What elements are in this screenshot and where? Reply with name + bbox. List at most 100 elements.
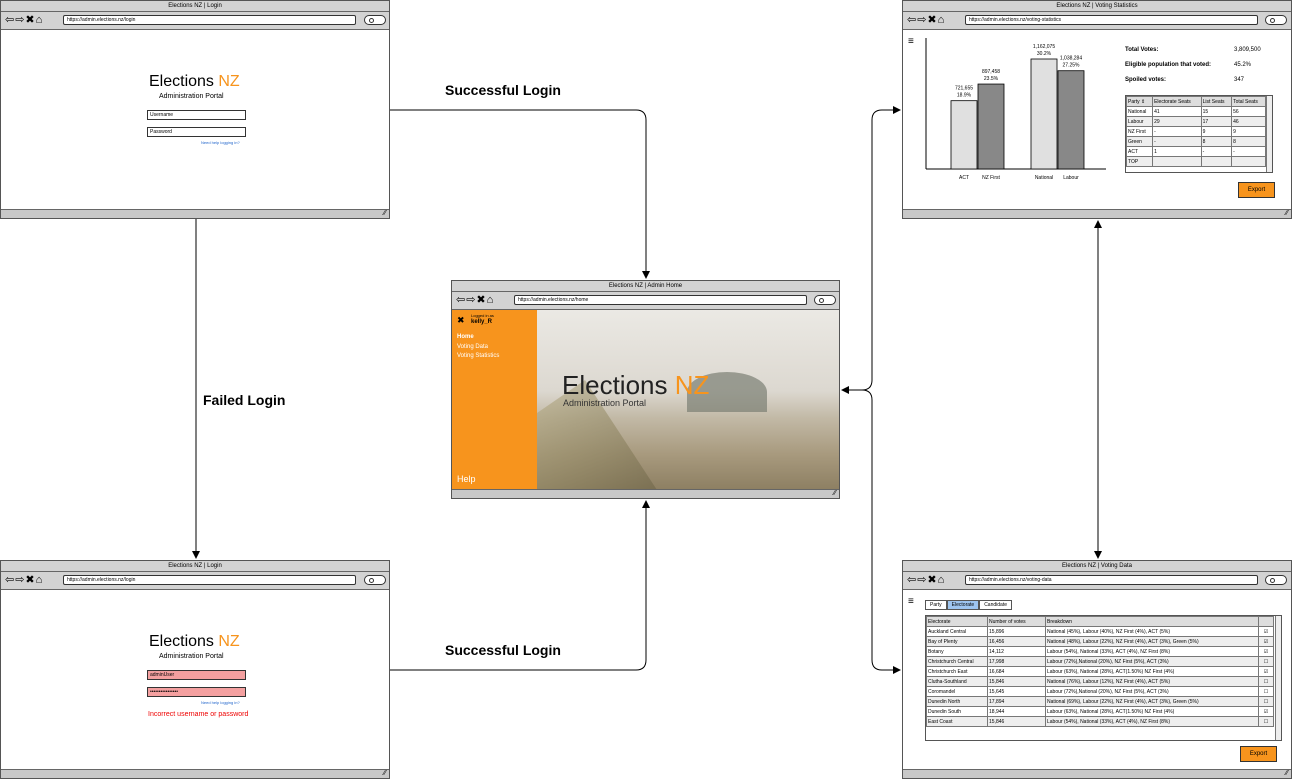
help-link[interactable]: Need help logging in? [201,140,240,145]
export-button[interactable]: Export [1240,746,1277,762]
bar [1057,70,1085,170]
row-checkbox[interactable]: ☐ [1258,686,1274,697]
help-link[interactable]: Need help logging in? [201,700,240,705]
nav-buttons-icon[interactable]: ⇦⇨✖⌂ [907,14,946,26]
resize-grip-icon[interactable]: ⁄⁄ [383,770,386,777]
password-input[interactable]: Password [147,127,246,137]
bar-percent-label: 30.2% [1037,51,1052,57]
table-header[interactable]: Party ⇕ [1126,96,1154,107]
row-checkbox[interactable]: ☑ [1258,666,1274,677]
row-checkbox[interactable]: ☐ [1258,676,1274,687]
sidebar-item-voting-statistics[interactable]: Voting Statistics [457,353,500,359]
row-checkbox[interactable]: ☑ [1258,646,1274,657]
menu-icon[interactable]: ≡ [908,36,914,47]
table-header[interactable]: Electorate [926,616,988,627]
row-checkbox[interactable]: ☐ [1258,696,1274,707]
username-input[interactable]: Username [147,110,246,120]
nav-buttons-icon[interactable]: ⇦⇨✖⌂ [907,574,946,586]
status-bar: ⁄⁄ [452,489,839,498]
table-cell: Bay of Plenty [926,636,988,647]
password-input[interactable]: •••••••••••••••• [147,687,246,697]
table-cell: Labour (54%), National (33%), ACT (4%), … [1045,716,1259,727]
help-link[interactable]: Help [457,474,476,484]
bar [950,100,978,170]
row-checkbox[interactable]: ☑ [1258,626,1274,637]
search-icon[interactable] [364,575,386,585]
export-button[interactable]: Export [1238,182,1275,198]
bar-value-label: 1,162,075 [1033,44,1055,50]
table-header[interactable]: Total Seats [1231,96,1266,107]
table-cell: 15,896 [987,626,1046,637]
table-cell: National (45%), Labour (40%), NZ First (… [1045,626,1259,637]
summary-value: 45.2% [1234,62,1252,68]
nav-buttons-icon[interactable]: ⇦⇨✖⌂ [456,294,495,306]
home-window: Elections NZ | Admin Home ⇦⇨✖⌂ https://a… [451,280,840,499]
resize-grip-icon[interactable]: ⁄⁄ [1285,770,1288,777]
row-checkbox[interactable]: ☐ [1258,656,1274,667]
search-icon[interactable] [1265,575,1287,585]
votes-table-wrap: Electorate Number of votes Breakdown Auc… [925,615,1282,741]
menu-icon[interactable]: ≡ [908,596,914,607]
resize-grip-icon[interactable]: ⁄⁄ [833,490,836,497]
table-cell: 17,998 [987,656,1046,667]
url-bar[interactable]: https://admin.elections.nz/voting-data [965,575,1258,585]
search-icon[interactable] [814,295,836,305]
url-bar[interactable]: https://admin.elections.nz/login [63,15,356,25]
bar-value-label: 721,655 [955,86,973,92]
row-checkbox[interactable]: ☑ [1258,706,1274,717]
url-bar[interactable]: https://admin.elections.nz/voting-statis… [965,15,1258,25]
close-icon[interactable]: ✖ [457,315,465,325]
table-cell: Labour (54%), National (33%), ACT (4%), … [1045,646,1259,657]
sidebar-item-home[interactable]: Home [457,334,474,340]
seats-table-wrap: Party ⇕ Electorate Seats List Seats Tota… [1125,95,1273,173]
table-row[interactable]: TOP [1126,156,1266,167]
table-header[interactable]: Breakdown [1045,616,1259,627]
browser-toolbar: ⇦⇨✖⌂ https://admin.elections.nz/login [1,12,389,30]
url-bar[interactable]: https://admin.elections.nz/home [514,295,807,305]
summary-value: 347 [1234,77,1245,83]
row-checkbox[interactable]: ☑ [1258,636,1274,647]
tab-party[interactable]: Party [925,600,947,610]
search-icon[interactable] [1265,15,1287,25]
sidebar-item-voting-data[interactable]: Voting Data [457,344,489,350]
scrollbar[interactable] [1266,96,1272,172]
tab-candidate[interactable]: Candidate [979,600,1012,610]
nav-buttons-icon[interactable]: ⇦⇨✖⌂ [5,574,44,586]
bar-percent-label: 27.25% [1063,63,1081,69]
url-bar[interactable]: https://admin.elections.nz/login [63,575,356,585]
table-header[interactable]: Electorate Seats [1152,96,1202,107]
window-title: Elections NZ | Login [1,1,389,12]
username-input[interactable]: adminUser [147,670,246,680]
search-icon[interactable] [364,15,386,25]
scrollbar[interactable] [1275,616,1281,740]
table-cell: Labour (63%), National (28%), ACT(1.50%)… [1045,706,1259,717]
window-title: Elections NZ | Admin Home [452,281,839,292]
nav-buttons-icon[interactable]: ⇦⇨✖⌂ [5,14,44,26]
resize-grip-icon[interactable]: ⁄⁄ [1285,210,1288,217]
row-checkbox[interactable]: ☐ [1258,716,1274,727]
tab-electorate[interactable]: Electorate [946,600,980,610]
table-cell: National (76%), Labour (12%), NZ First (… [1045,676,1259,687]
table-header[interactable]: Number of votes [987,616,1046,627]
resize-grip-icon[interactable]: ⁄⁄ [383,210,386,217]
table-header[interactable]: List Seats [1200,96,1233,107]
table-cell: 15,846 [987,716,1046,727]
brand-subtitle: Administration Portal [159,93,224,100]
table-cell: Labour (72%),National (20%), NZ First (5… [1045,686,1259,697]
browser-toolbar: ⇦⇨✖⌂ https://admin.elections.nz/login [1,572,389,590]
